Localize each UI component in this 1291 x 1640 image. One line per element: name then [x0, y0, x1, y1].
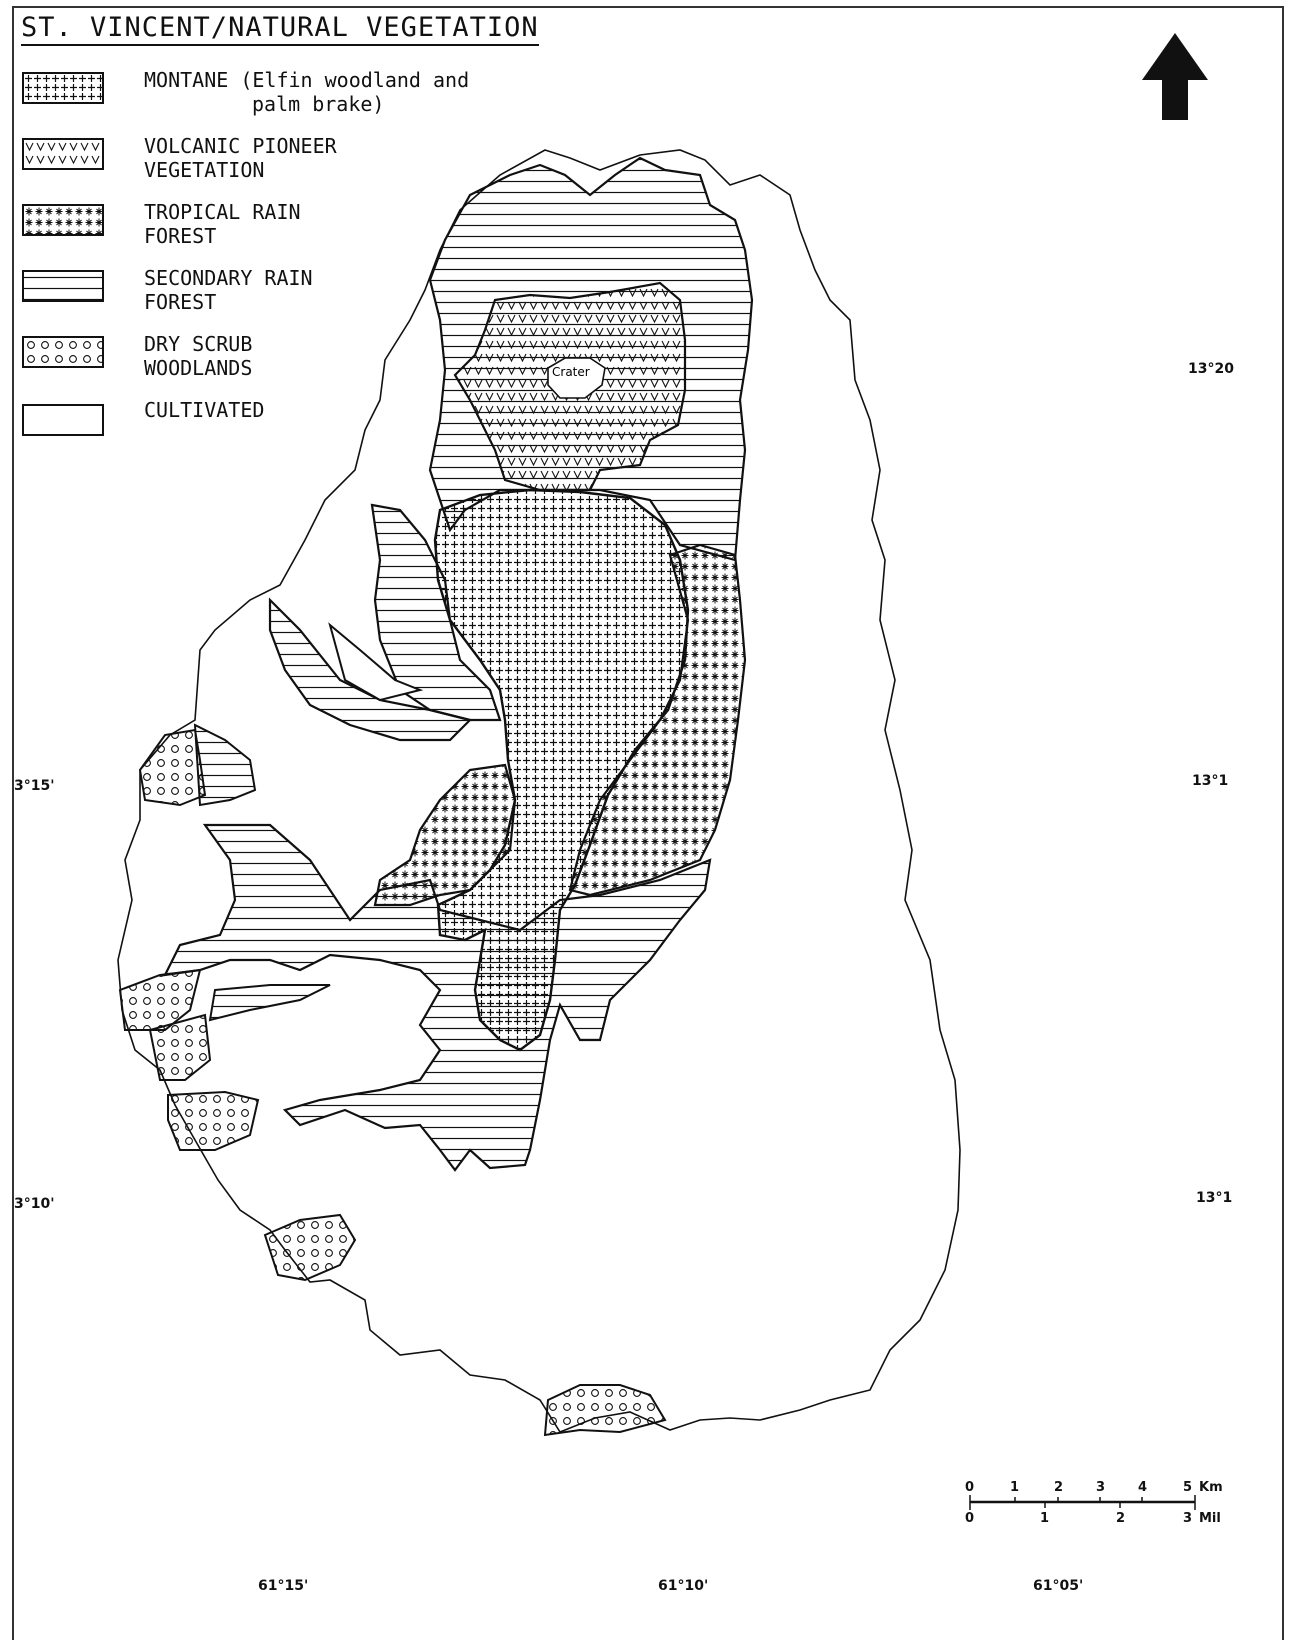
cultivated-swatch [22, 404, 104, 436]
scale-km-unit: Km [1199, 1480, 1223, 1495]
scale-mile-1: 1 [1040, 1511, 1050, 1526]
map-frame [12, 6, 1284, 1640]
scale-mile-2: 2 [1116, 1511, 1126, 1526]
secondary-swatch [22, 270, 104, 302]
secondary-forest-finger-2 [328, 622, 424, 702]
dryscrub-southwest-1 [118, 968, 202, 1031]
scale-km-3: 3 [1096, 1480, 1106, 1495]
montane-area [433, 488, 690, 1052]
lat-1315-left: 3°15' [14, 778, 55, 794]
dryscrub-south-1 [263, 1213, 357, 1282]
dryscrub-southwest-2 [148, 1013, 212, 1081]
lat-1310-right: 13°1 [1196, 1190, 1233, 1206]
map-title: ST. VINCENT/NATURAL VEGETATION [21, 12, 539, 46]
volcanic-swatch [22, 138, 104, 170]
dryscrub-southwest-3 [167, 1090, 260, 1151]
scale-km-5: 5 [1183, 1480, 1193, 1495]
north-arrow-icon [1142, 33, 1208, 120]
scale-km-0: 0 [965, 1480, 975, 1495]
lon-6110: 61°10' [658, 1578, 709, 1594]
lon-6105: 61°05' [1033, 1578, 1084, 1594]
scale-km-2: 2 [1054, 1480, 1064, 1495]
lat-1310-left: 3°10' [14, 1196, 55, 1212]
secondary-forest-west-small [193, 723, 257, 807]
crater [547, 357, 606, 399]
legend-label-cultivated: CULTIVATED [144, 398, 265, 422]
secondary-forest-west-arm [370, 503, 502, 722]
crater-label: Crater [552, 365, 590, 379]
secondary-forest-finger [268, 597, 473, 742]
lon-6115: 61°15' [258, 1578, 309, 1594]
scale-mile-unit: Mil [1199, 1511, 1221, 1526]
tropical-swatch [22, 204, 104, 236]
scale-bar [969, 1495, 1196, 1510]
dryscrub-west [138, 728, 207, 807]
dryscrub-south-2 [543, 1384, 667, 1437]
dryscrub-swatch [22, 336, 104, 368]
secondary-forest-spur [208, 984, 331, 1022]
lat-1320-right: 13°20 [1188, 361, 1234, 377]
scale-km-1: 1 [1010, 1480, 1020, 1495]
scale-km-4: 4 [1138, 1480, 1148, 1495]
montane-swatch [22, 72, 104, 104]
lat-1315-right: 13°1 [1192, 773, 1229, 789]
scale-mile-0: 0 [965, 1511, 975, 1526]
scale-mile-3: 3 [1183, 1511, 1193, 1526]
